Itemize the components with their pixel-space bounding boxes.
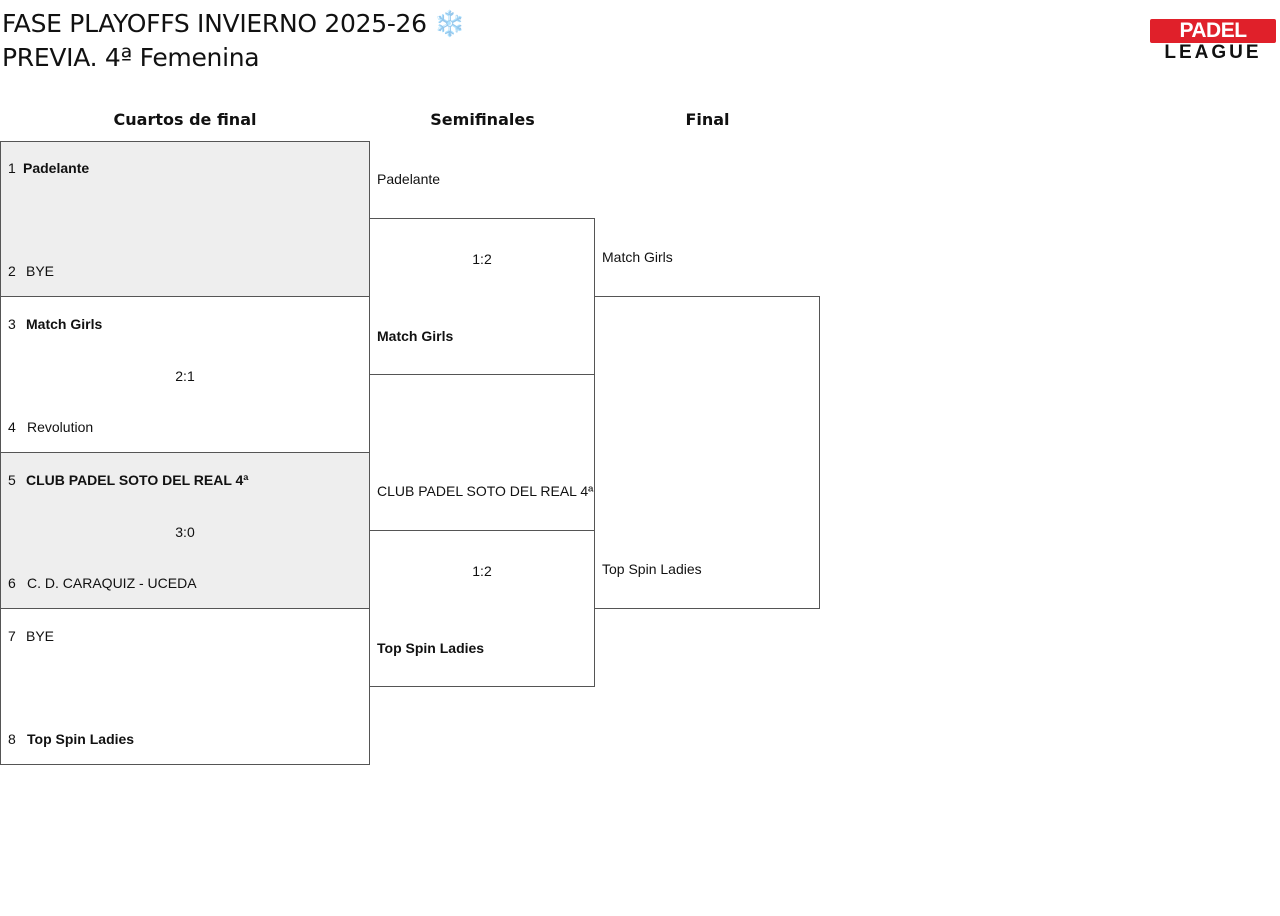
logo-bottom-text: LEAGUE — [1164, 42, 1262, 63]
seed-number: 3 — [8, 316, 16, 332]
team-name: Top Spin Ladies — [27, 731, 135, 747]
seed-number: 6 — [8, 575, 16, 591]
round-header-quarterfinals: Cuartos de final — [113, 110, 257, 129]
semifinal-match-2[interactable]: 1:2 Top Spin Ladies — [369, 530, 595, 687]
final-team-b: Top Spin Ladies — [602, 561, 702, 577]
semifinal-2-team-b: Top Spin Ladies — [377, 640, 485, 656]
seed-number: 5 — [8, 472, 16, 488]
team-name: Padelante — [23, 160, 90, 176]
round-header-final: Final — [685, 110, 730, 129]
seed-number: 2 — [8, 263, 16, 279]
final-match[interactable]: Top Spin Ladies — [594, 296, 820, 609]
semifinal-1-team-a: Padelante — [377, 171, 441, 187]
padel-team-league-logo: PADEL TEAM LEAGUE — [1150, 19, 1276, 66]
quarterfinal-match-3[interactable]: 5 CLUB PADEL SOTO DEL REAL 4ª 3:0 6 C. D… — [0, 452, 370, 609]
team-name: Match Girls — [26, 316, 103, 332]
team-name: BYE — [26, 263, 55, 279]
seed-number: 1 — [8, 160, 16, 176]
page-subtitle: PREVIA. 4ª Femenina — [2, 43, 260, 72]
quarterfinal-match-4[interactable]: 7 BYE 8 Top Spin Ladies — [0, 608, 370, 765]
seed-number: 4 — [8, 419, 16, 435]
match-score: 3:0 — [175, 524, 195, 540]
team-name: CLUB PADEL SOTO DEL REAL 4ª — [26, 472, 249, 488]
final-team-a: Match Girls — [602, 249, 673, 265]
quarterfinal-match-2[interactable]: 3 Match Girls 2:1 4 Revolution — [0, 296, 370, 453]
seed-number: 8 — [8, 731, 16, 747]
semifinal-match-1[interactable]: 1:2 Match Girls — [369, 218, 595, 375]
semifinal-2-team-a-wrapper: CLUB PADEL SOTO DEL REAL 4ª — [377, 482, 595, 502]
logo-top-text: PADEL TEAM — [1150, 19, 1276, 66]
quarterfinal-match-1[interactable]: 1 Padelante 2 BYE — [0, 141, 370, 297]
seed-number: 7 — [8, 628, 16, 644]
page-title: FASE PLAYOFFS INVIERNO 2025-26 ❄️ — [2, 9, 466, 38]
match-score: 2:1 — [175, 368, 195, 384]
semifinal-1-team-b: Match Girls — [377, 328, 454, 344]
team-name: Revolution — [27, 419, 94, 435]
team-name: BYE — [26, 628, 55, 644]
match-score: 1:2 — [472, 251, 492, 267]
match-score: 1:2 — [472, 563, 492, 579]
team-name: C. D. CARAQUIZ - UCEDA — [27, 575, 197, 591]
semifinal-2-team-a: CLUB PADEL SOTO DEL REAL 4ª — [377, 483, 594, 499]
round-header-semifinals: Semifinales — [430, 110, 535, 129]
